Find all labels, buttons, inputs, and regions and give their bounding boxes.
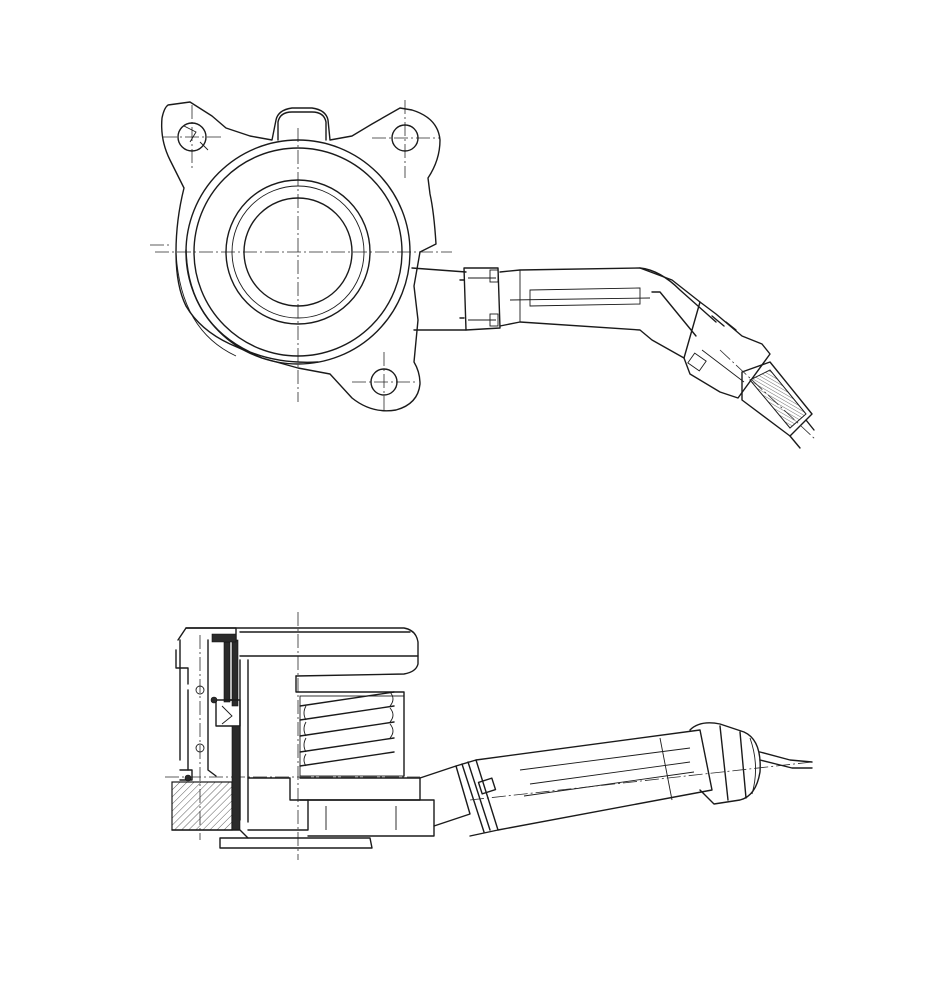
side-section-view — [165, 612, 813, 860]
hydraulic-line-side — [419, 722, 813, 837]
mounting-hole-bottom — [370, 368, 398, 396]
bore — [243, 197, 353, 307]
section-cut — [171, 627, 249, 839]
mounting-hole-right — [391, 124, 419, 152]
front-centerlines — [150, 100, 452, 412]
electrical-plug — [719, 349, 817, 449]
piston-body — [219, 777, 435, 849]
top-boss — [277, 111, 327, 141]
hydraulic-line-front — [411, 267, 817, 449]
mounting-hole-left — [177, 122, 207, 152]
outer-ring-inner-edge — [193, 147, 403, 357]
spring — [299, 691, 405, 777]
bearing-race — [225, 179, 371, 325]
front-view — [150, 100, 817, 449]
bearing-race-inner — [231, 185, 365, 319]
flange-housing — [160, 101, 441, 412]
